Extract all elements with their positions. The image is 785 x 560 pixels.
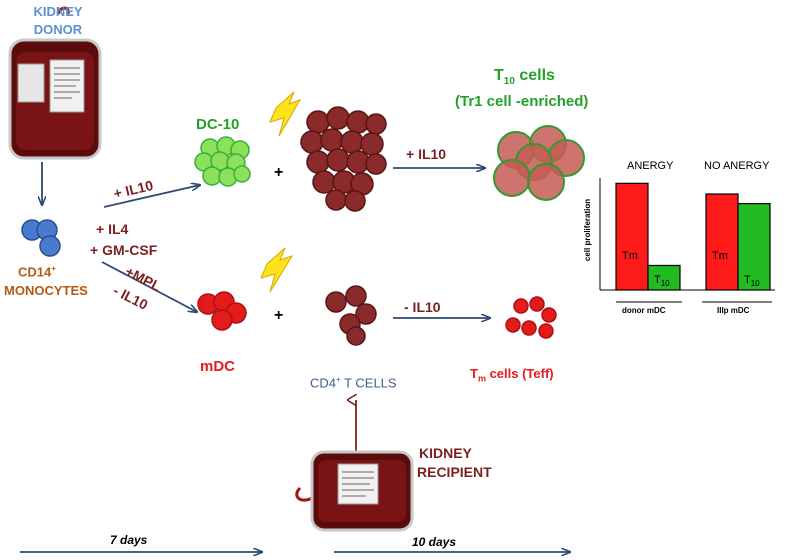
cd4-superscript: + bbox=[336, 375, 341, 384]
lightning-icon-upper bbox=[269, 91, 302, 137]
monocytes-icon bbox=[21, 219, 61, 257]
days7-label: 7 days bbox=[110, 533, 148, 547]
cd4-label: CD4+ T CELLS bbox=[310, 375, 397, 390]
tm-label: Tm cells (Teff) bbox=[470, 366, 554, 384]
bar-label-t10-1: T10 bbox=[744, 274, 760, 288]
chart-ylabel: cell proliferation bbox=[583, 198, 592, 262]
group-header-anergy: ANERGY bbox=[627, 160, 674, 172]
t10-cells-icon bbox=[493, 125, 585, 201]
t10-base: T bbox=[494, 67, 504, 84]
donor-blood-bag-icon bbox=[8, 6, 102, 160]
tm-cells-icon bbox=[505, 296, 557, 339]
kidney-recipient-line1: KIDNEY bbox=[419, 445, 472, 461]
tm-subscript: m bbox=[477, 373, 486, 384]
tm-rest: cells (Teff) bbox=[485, 366, 554, 381]
arrow-to-mdc bbox=[101, 261, 197, 312]
dc10-cells-icon bbox=[194, 136, 251, 187]
plus-lower: + bbox=[274, 307, 284, 324]
minus-il10-right-label: - IL10 bbox=[404, 299, 441, 315]
tr1-label: (Tr1 cell -enriched) bbox=[455, 93, 589, 110]
cd4-cluster-upper-icon bbox=[300, 106, 387, 212]
bar-t10-1 bbox=[737, 203, 771, 291]
cd4-cluster-lower-icon bbox=[325, 285, 377, 346]
kidney-recipient-label: KIDNEY RECIPIENT bbox=[417, 444, 492, 482]
dc10-label: DC-10 bbox=[196, 116, 240, 133]
bar-t10-0 bbox=[647, 264, 681, 291]
group-header-no-anergy: NO ANERGY bbox=[704, 160, 770, 172]
recipient-blood-bag-icon bbox=[295, 450, 414, 532]
cd4-base: CD4 bbox=[310, 375, 337, 391]
cd14-label: CD14+ bbox=[18, 264, 56, 279]
il4-label: + IL4 bbox=[96, 221, 129, 237]
kidney-donor-line2: DONOR bbox=[33, 22, 83, 37]
t10-title: T10 cells bbox=[494, 67, 555, 87]
group-label-donor: donor mDC bbox=[622, 306, 666, 315]
kidney-donor-label: KIDNEY DONOR bbox=[28, 3, 88, 39]
bar-tm-0 bbox=[615, 182, 649, 291]
t10-rest: cells bbox=[514, 67, 555, 84]
gmcsf-label: + GM-CSF bbox=[90, 242, 158, 258]
il10-right-label: + IL10 bbox=[406, 146, 447, 162]
bar-tm-1 bbox=[705, 193, 739, 291]
plus-upper: + bbox=[274, 164, 284, 181]
cd14-base: CD14 bbox=[18, 264, 52, 280]
monocytes-label: MONOCYTES bbox=[4, 283, 88, 298]
cd4-rest: T CELLS bbox=[340, 375, 397, 391]
mdc-label: mDC bbox=[200, 358, 236, 375]
lightning-icon-lower bbox=[260, 247, 294, 293]
arrow-to-dc10 bbox=[103, 185, 200, 208]
bar-label-tm-1: Tm bbox=[712, 250, 728, 262]
t10-subscript: 10 bbox=[503, 76, 515, 88]
bar-label-tm-0: Tm bbox=[622, 250, 638, 262]
group-label-iiip: IIIp mDC bbox=[717, 306, 750, 315]
mdc-cells-icon bbox=[197, 291, 247, 331]
days10-label: 10 days bbox=[412, 535, 457, 549]
kidney-recipient-line2: RECIPIENT bbox=[417, 464, 492, 480]
cd14-superscript: + bbox=[51, 264, 56, 273]
tm-base: T bbox=[470, 366, 478, 381]
kidney-donor-line1: KIDNEY bbox=[33, 4, 83, 19]
bar-label-t10-0: T10 bbox=[654, 274, 670, 288]
